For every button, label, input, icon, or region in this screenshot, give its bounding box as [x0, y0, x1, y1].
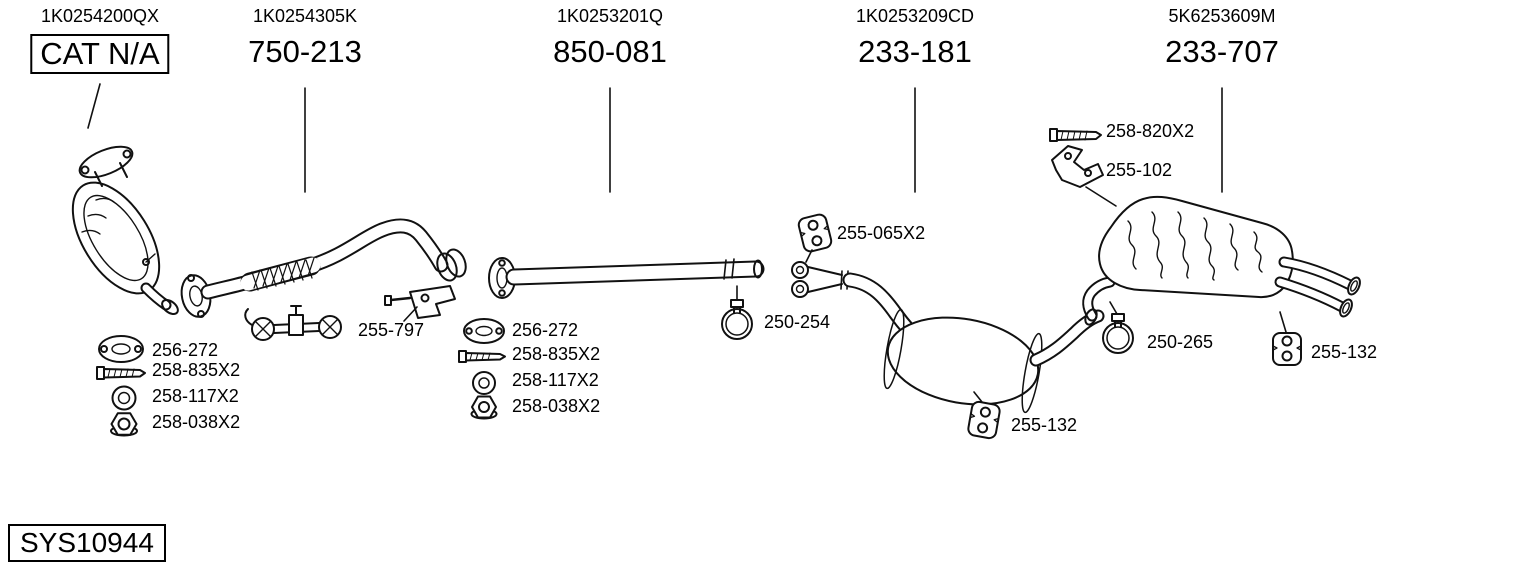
- gasket-icon: [98, 335, 144, 363]
- rubber-hanger-icon: [967, 400, 1001, 440]
- gasket-icon: [463, 318, 505, 344]
- callout-label: 250-254: [764, 312, 831, 332]
- oem-number: 1K0254200QX: [40, 6, 160, 26]
- callout-label: 258-835X2: [152, 360, 241, 380]
- oem-number: 1K0254305K: [252, 6, 358, 26]
- rubber-hanger-icon: [797, 213, 833, 253]
- callout-label: 250-265: [1147, 332, 1214, 352]
- part-number: 850-081: [553, 34, 667, 69]
- oem-number: 5K6253609M: [1168, 6, 1276, 26]
- clamp-icon: [1102, 301, 1134, 354]
- callout-label: 258-038X2: [152, 412, 241, 432]
- washer-icon: [472, 371, 496, 395]
- clamp-icon: [721, 285, 753, 340]
- system-code: SYS10944: [8, 524, 166, 562]
- part-group-middle-muffler: 1K0253209CD 233-181: [856, 6, 974, 70]
- bracket-255-797-drawing: [384, 285, 456, 322]
- middle-muffler-drawing: [791, 261, 1105, 414]
- rear-muffler-drawing: [1082, 195, 1361, 326]
- oem-number: 1K0253209CD: [855, 6, 975, 26]
- callout-label: 255-132: [1011, 415, 1078, 435]
- bolt-icon: [1049, 128, 1102, 142]
- part-group-center-pipe: 1K0253201Q 850-081: [553, 6, 667, 70]
- callout-label: 256-272: [512, 320, 579, 340]
- callout-label: 258-820X2: [1106, 121, 1195, 141]
- callout-label: 255-102: [1106, 160, 1173, 180]
- callout-label: 258-038X2: [512, 396, 601, 416]
- bracket-icon: [1051, 145, 1117, 207]
- part-group-rear-muffler: 5K6253609M 233-707: [1165, 6, 1279, 70]
- callout-label: 255-065X2: [837, 223, 926, 243]
- bolt-icon: [458, 350, 506, 363]
- nut-icon: [110, 412, 138, 437]
- callout-label: 255-797: [358, 320, 425, 340]
- callout-label: 255-132: [1311, 342, 1378, 362]
- front-pipe-hanger-bracket-drawing: [244, 305, 342, 341]
- oem-number: 1K0253201Q: [556, 6, 664, 26]
- washer-icon: [111, 385, 137, 411]
- callout-label: 258-835X2: [512, 344, 601, 364]
- center-pipe-drawing: [488, 257, 765, 299]
- leader-lines: [87, 83, 1223, 193]
- nut-icon: [470, 395, 498, 420]
- part-number: CAT N/A: [30, 34, 170, 74]
- callout-label: 256-272: [152, 340, 219, 360]
- part-group-cat: 1K0254200QX CAT N/A: [30, 6, 170, 74]
- callout-label: 258-117X2: [512, 370, 599, 390]
- part-group-front-pipe: 1K0254305K 750-213: [248, 6, 362, 70]
- rubber-hanger-icon: [1272, 332, 1302, 366]
- front-pipe-drawing: [180, 218, 467, 318]
- bolt-icon: [96, 366, 146, 380]
- part-number: 750-213: [248, 34, 362, 69]
- part-number: 233-181: [858, 34, 972, 69]
- callout-label: 258-117X2: [152, 386, 239, 406]
- catalytic-converter-drawing: [71, 145, 179, 316]
- part-number: 233-707: [1165, 34, 1279, 69]
